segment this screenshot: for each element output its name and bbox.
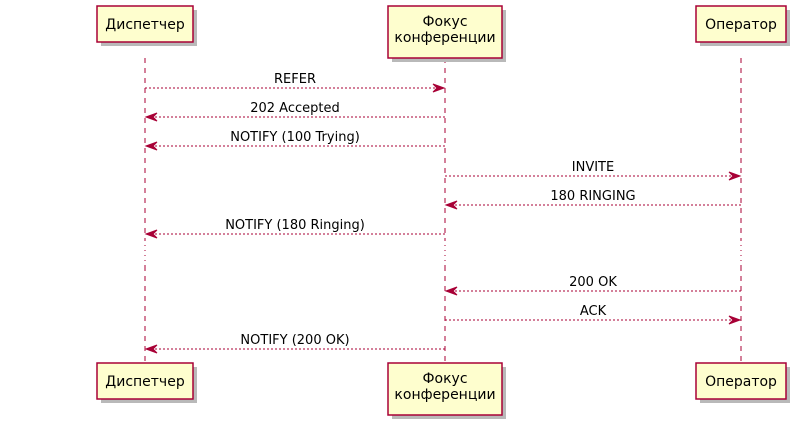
participant-label: конференции <box>394 30 495 46</box>
participant-box <box>96 5 194 43</box>
arrowhead <box>144 141 158 151</box>
arrowhead <box>432 83 446 93</box>
participants: ДиспетчерДиспетчерФокусконференцииФокуск… <box>96 5 790 419</box>
participant-box <box>387 5 503 59</box>
participant-dispatcher-bottom: Диспетчер <box>96 362 197 403</box>
message-4: 180 RINGING <box>444 189 741 210</box>
message-label: ACK <box>580 304 607 319</box>
participant-box <box>387 362 503 416</box>
message-5: NOTIFY (180 Ringing) <box>144 218 445 239</box>
arrowhead <box>728 171 742 181</box>
participant-label: Фокус <box>422 14 467 30</box>
participant-label: Диспетчер <box>105 17 185 33</box>
message-1: 202 Accepted <box>144 101 445 122</box>
arrowhead <box>144 344 158 354</box>
message-3: INVITE <box>445 160 742 181</box>
message-label: 180 RINGING <box>550 189 635 204</box>
arrowhead <box>144 112 158 122</box>
message-label: 202 Accepted <box>250 101 340 116</box>
message-label: NOTIFY (200 OK) <box>240 333 349 348</box>
participant-box <box>695 5 787 43</box>
message-8: ACK <box>445 304 742 325</box>
participant-label: Оператор <box>705 17 777 33</box>
message-0: REFER <box>145 72 446 93</box>
participant-operator-top: Оператор <box>695 5 790 46</box>
participant-label: Фокус <box>422 371 467 387</box>
participant-label: Оператор <box>705 374 777 390</box>
arrowhead <box>444 286 458 296</box>
arrowhead <box>444 200 458 210</box>
participant-box <box>695 362 787 400</box>
participant-box <box>96 362 194 400</box>
message-label: NOTIFY (100 Trying) <box>230 130 360 145</box>
participant-label: Диспетчер <box>105 374 185 390</box>
message-label: REFER <box>274 72 316 87</box>
message-7: 200 OK <box>444 275 741 296</box>
message-9: NOTIFY (200 OK) <box>144 333 445 354</box>
message-label: NOTIFY (180 Ringing) <box>225 218 365 233</box>
participant-operator-bottom: Оператор <box>695 362 790 403</box>
message-label: INVITE <box>572 160 614 175</box>
participant-label: конференции <box>394 387 495 403</box>
arrowhead <box>144 229 158 239</box>
message-label: 200 OK <box>569 275 617 290</box>
message-2: NOTIFY (100 Trying) <box>144 130 445 151</box>
lifelines <box>144 58 742 363</box>
participant-dispatcher-top: Диспетчер <box>96 5 197 46</box>
arrowhead <box>728 315 742 325</box>
